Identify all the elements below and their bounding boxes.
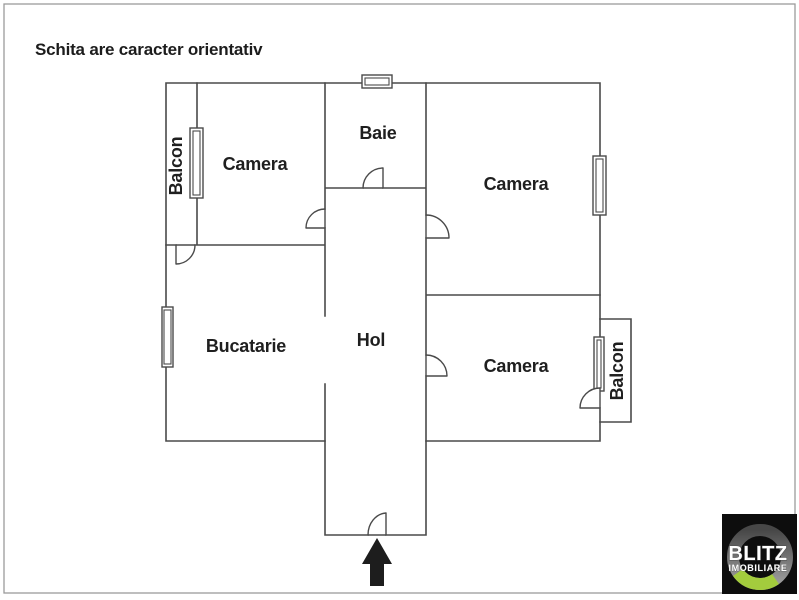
room-label-camera-top-right: Camera (484, 174, 550, 194)
room-labels: Camera Baie Camera Bucatarie Hol Camera … (166, 123, 627, 400)
window-bucatarie-left (161, 306, 174, 368)
room-label-baie: Baie (359, 123, 396, 143)
window-balcon-left (189, 127, 204, 199)
logo-blitz-imobiliare: BLITZ IMOBILIARE (722, 514, 797, 594)
door-entrance (367, 512, 387, 536)
door-balcon-left (175, 244, 196, 265)
logo-text-blitz: BLITZ (728, 543, 787, 565)
room-label-balcon-left: Balcon (166, 137, 186, 196)
logo-text-imobiliare: IMOBILIARE (729, 563, 788, 573)
door-camera-bottom-right (425, 354, 448, 377)
room-label-camera-top-left: Camera (223, 154, 289, 174)
room-label-bucatarie: Bucatarie (206, 336, 286, 356)
balcony-right-outline (599, 318, 632, 423)
door-baie (362, 167, 384, 189)
door-camera-top-right (425, 214, 450, 239)
plan-disclaimer-title: Schita are caracter orientativ (35, 40, 263, 59)
window-camera-top-right (592, 155, 607, 216)
window-camera-bottom-right (593, 336, 605, 392)
door-camera-top-left (305, 208, 326, 229)
windows (161, 74, 607, 392)
room-label-camera-bottom-right: Camera (484, 356, 550, 376)
doors (175, 167, 601, 536)
window-baie-top (361, 74, 393, 89)
entrance-arrow-icon (362, 538, 392, 586)
room-label-balcon-right: Balcon (607, 342, 627, 401)
door-balcon-right (579, 387, 601, 409)
room-label-hol: Hol (357, 330, 385, 350)
image-border (3, 3, 796, 594)
logo-ring-accent-icon (732, 568, 779, 590)
